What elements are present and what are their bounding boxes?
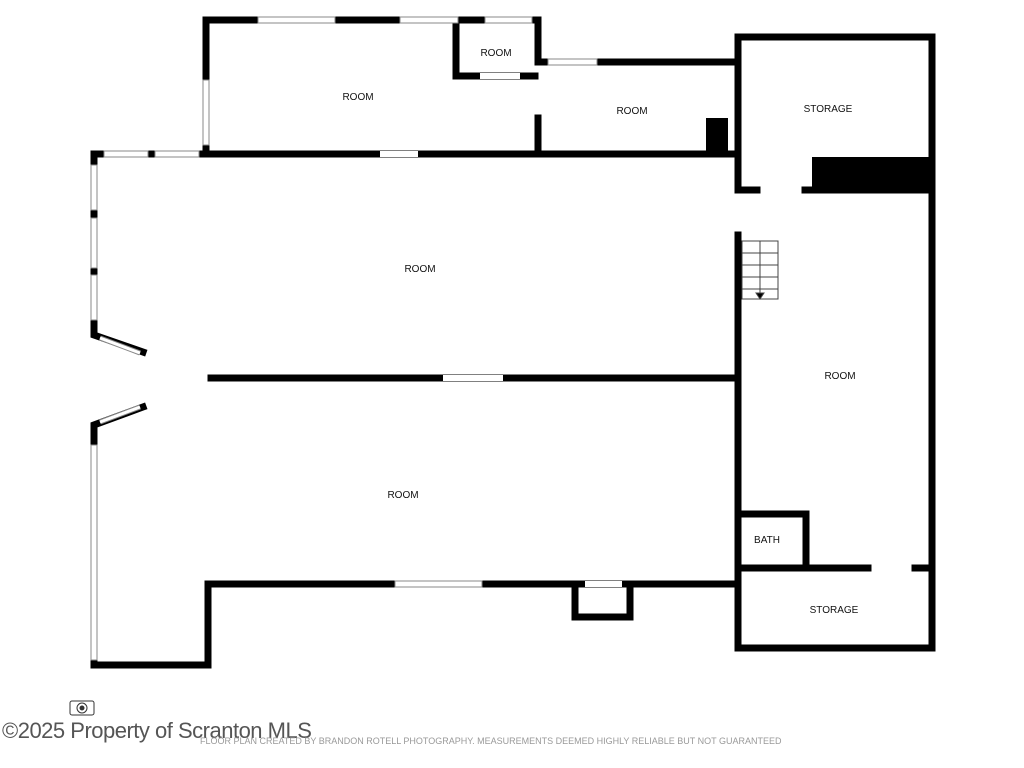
floor-plan-credit: FLOOR PLAN CREATED BY BRANDON ROTELL PHO…: [200, 736, 782, 746]
room-label: ROOM: [616, 106, 647, 117]
room-label-storage: STORAGE: [804, 104, 853, 115]
room-label: ROOM: [824, 371, 855, 382]
copyright-watermark: ©2025 Property of Scranton MLS: [2, 718, 312, 743]
room-label-bath: BATH: [754, 535, 780, 546]
room-label: ROOM: [404, 264, 435, 275]
room-label-storage: STORAGE: [810, 605, 859, 616]
room-label: ROOM: [342, 92, 373, 103]
room-label: ROOM: [387, 490, 418, 501]
windows: [90, 16, 622, 661]
room-label: ROOM: [480, 48, 511, 59]
stairs: [741, 240, 779, 300]
walls: [90, 16, 936, 669]
room-labels: ROOM ROOM ROOM STORAGE ROOM ROOM ROOM BA…: [342, 48, 858, 616]
camera-icon: [69, 700, 95, 716]
